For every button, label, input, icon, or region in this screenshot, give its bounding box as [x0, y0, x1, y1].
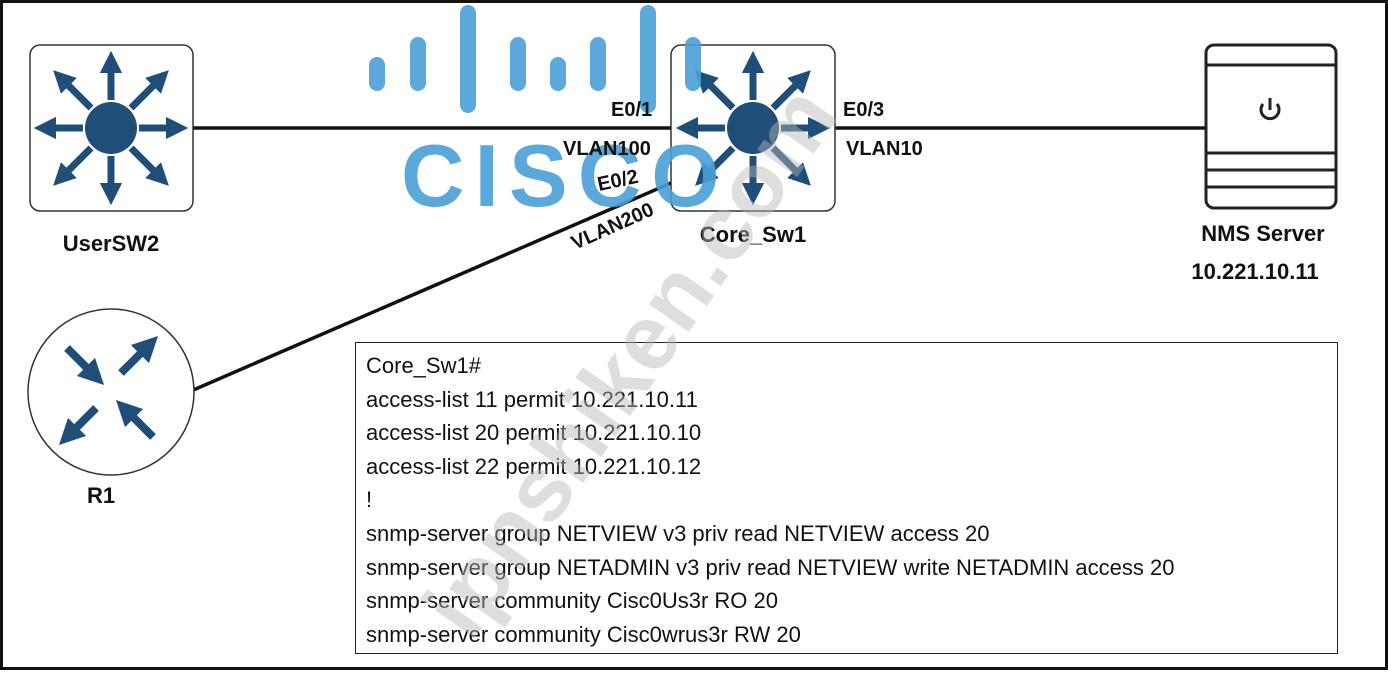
config-line: snmp-server community Cisc0Us3r RO 20 — [366, 588, 778, 614]
diagram-canvas: CISCO UserSW2 Core_Sw1 NMS Server 10.221… — [27, 5, 1338, 508]
r1-router-icon[interactable] — [27, 308, 195, 476]
config-line: Core_Sw1# — [366, 353, 481, 378]
power-icon — [1259, 98, 1281, 121]
cisco-logo-text: CISCO — [401, 126, 730, 225]
config-line: snmp-server group NETVIEW v3 priv read N… — [366, 520, 990, 546]
port-e0-1: E0/1 — [611, 99, 652, 121]
config-line: access-list 22 permit 10.221.10.12 — [366, 453, 702, 479]
link-r1-core — [190, 181, 672, 393]
core-sw1-label: Core_Sw1 — [700, 222, 806, 247]
nms-server-label: NMS Server — [1201, 221, 1325, 246]
nms-server-ip: 10.221.10.11 — [1191, 259, 1318, 284]
core-sw1-switch-icon[interactable] — [670, 44, 836, 212]
r1-label: R1 — [87, 483, 115, 508]
vlan100-label: VLAN100 — [563, 138, 651, 160]
usersw2-label: UserSW2 — [63, 231, 160, 256]
cisco-logo-watermark — [369, 5, 701, 113]
config-line: access-list 20 permit 10.221.10.10 — [366, 420, 702, 446]
config-line: snmp-server community Cisc0wrus3r RW 20 — [366, 621, 801, 647]
usersw2-switch-icon[interactable] — [29, 44, 194, 212]
vlan10-label: VLAN10 — [846, 138, 923, 160]
nms-server-icon[interactable] — [1204, 43, 1338, 210]
config-line: access-list 11 permit 10.221.10.11 — [366, 386, 698, 412]
port-e0-3: E0/3 — [843, 99, 884, 121]
config-line: ! — [366, 487, 373, 513]
config-line: snmp-server group NETADMIN v3 priv read … — [366, 554, 1175, 580]
config-text-box: Core_Sw1# access-list 11 permit 10.221.1… — [355, 342, 1338, 654]
